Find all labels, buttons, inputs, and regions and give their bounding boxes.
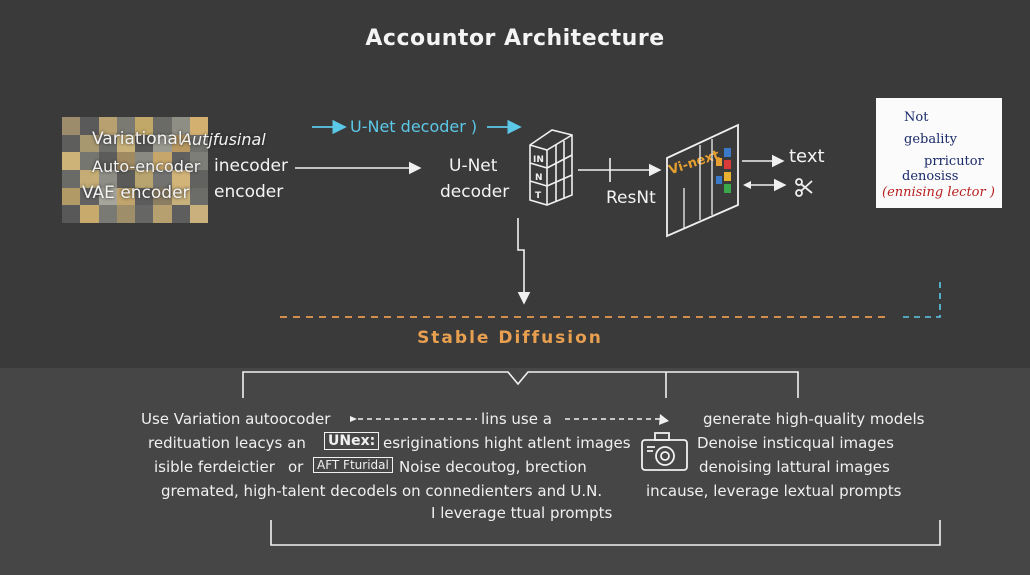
bottom-right-line-4: incause, leverage lextual prompts <box>646 482 902 500</box>
mosaic-tile <box>98 134 117 153</box>
mosaic-tile <box>80 117 99 135</box>
mosaic-tile <box>116 187 135 206</box>
mosaic-tile <box>98 152 117 170</box>
unex-tag: UNex: <box>324 432 380 450</box>
note-line-ennising: (ennising lector ) <box>882 185 995 200</box>
mosaic-tile <box>153 134 172 153</box>
mosaic-tile <box>171 134 190 153</box>
page-title: Accountor Architecture <box>365 26 665 51</box>
note-line-prricutor: prricutor <box>924 154 984 169</box>
scissors-icon <box>795 178 813 197</box>
camera-icon <box>641 432 688 471</box>
bottom-bracket <box>242 371 941 546</box>
mosaic-tile <box>171 152 190 170</box>
mosaic-tile <box>62 134 81 153</box>
mosaic-tile <box>135 169 154 188</box>
resnet-label: ResNt <box>606 188 656 208</box>
note-line-not: Not <box>904 110 929 125</box>
unet-decoder-top-label: U-Net decoder ) <box>350 117 478 136</box>
mosaic-tile <box>116 152 135 170</box>
mosaic-tile <box>153 187 172 206</box>
note-line-denosiss: denosiss <box>902 169 959 184</box>
mosaic-tile <box>98 205 117 223</box>
mosaic-tile <box>98 187 117 206</box>
arrow-bidirectional <box>743 178 787 192</box>
vae-label-encoder: VAE encoder <box>82 183 190 203</box>
mosaic-tile <box>189 117 208 135</box>
mosaic-tile <box>135 205 154 223</box>
bottom-dashed-arrow <box>350 414 669 425</box>
mosaic-tile <box>116 134 135 153</box>
mosaic-tile <box>135 117 154 135</box>
mosaic-tile <box>153 117 172 135</box>
cyan-dashed-connector <box>903 278 941 318</box>
mosaic-tile <box>189 169 208 188</box>
mosaic-tile <box>189 187 208 206</box>
bottom-panel <box>0 368 1030 575</box>
bottom-right-line-3: denoising lattural images <box>699 458 890 476</box>
bottom-right-line-2: Denoise insticqual images <box>697 434 894 452</box>
mosaic-tile <box>171 187 190 206</box>
arrow-down-to-stable-diffusion <box>517 218 531 305</box>
mosaic-tile <box>135 134 154 153</box>
mosaic-tile <box>62 205 81 223</box>
note-line-gebality: gebality <box>904 132 957 147</box>
mosaic-tile <box>80 152 99 170</box>
mosaic-tile <box>153 152 172 170</box>
mosaic-tile <box>98 169 117 188</box>
mosaic-tile <box>116 117 135 135</box>
bottom-last-line: I leverage ttual prompts <box>431 504 613 522</box>
mosaic-tile <box>171 205 190 223</box>
vae-label-autjfusinal: Autjfusinal <box>181 130 266 149</box>
bottom-left-line-4: gremated, high-talent decodels on conned… <box>161 482 603 500</box>
mosaic-tile <box>171 117 190 135</box>
mosaic-tile <box>135 187 154 206</box>
bottom-mid-line-2: Noise decoutog, brection <box>399 458 587 476</box>
mosaic-tile <box>189 134 208 153</box>
mosaic-tile <box>135 152 154 170</box>
vinext-panel-icon <box>666 123 739 238</box>
unet-block-icon: IN N T <box>529 129 573 206</box>
bottom-dash-label: lins use a <box>481 410 552 428</box>
svg-text:IN: IN <box>533 155 544 165</box>
mosaic-tile <box>80 134 99 153</box>
mosaic-tile <box>171 169 190 188</box>
vae-mosaic-image <box>62 117 208 223</box>
svg-text:N: N <box>535 173 543 183</box>
mosaic-tile <box>62 117 81 135</box>
mosaic-tile <box>80 169 99 188</box>
unet-label: U-Net <box>449 156 498 176</box>
mosaic-tile <box>62 152 81 170</box>
svg-text:T: T <box>535 191 542 201</box>
vae-label-variational: Variational <box>92 129 183 149</box>
vae-label-autoencoder: Auto-encoder <box>92 157 201 176</box>
stable-diffusion-label: Stable Diffusion <box>417 328 603 348</box>
decoder-label: decoder <box>440 182 510 202</box>
bottom-or-label: or <box>288 458 304 476</box>
arrow-unet-to-vinext <box>578 158 662 182</box>
output-text-label: text <box>789 146 825 167</box>
mosaic-tile <box>98 117 117 135</box>
mosaic-tile <box>80 187 99 206</box>
mosaic-tile <box>62 169 81 188</box>
mosaic-tile <box>153 169 172 188</box>
mosaic-tile <box>116 169 135 188</box>
note-card: Not gebality prricutor denosiss (ennisin… <box>876 98 1002 208</box>
mosaic-tile <box>189 205 208 223</box>
bottom-right-line-1: generate high-quality models <box>703 410 925 428</box>
vae-side-inecoder: inecoder <box>214 156 288 176</box>
bottom-mid-line-1: esriginations hight atlent images <box>383 434 631 452</box>
vae-side-encoder: encoder <box>214 182 284 202</box>
mosaic-tile <box>153 205 172 223</box>
mosaic-tile <box>189 152 208 170</box>
bottom-left-line-1: Use Variation autoocoder <box>141 410 331 428</box>
mosaic-tile <box>116 205 135 223</box>
bottom-left-line-2: redituation leacys an <box>148 434 306 452</box>
aft-fturidal-tag: AFT Fturidal <box>313 457 393 473</box>
bottom-left-line-3: isible ferdeictier <box>154 458 275 476</box>
mosaic-tile <box>80 205 99 223</box>
mosaic-tile <box>62 187 81 206</box>
